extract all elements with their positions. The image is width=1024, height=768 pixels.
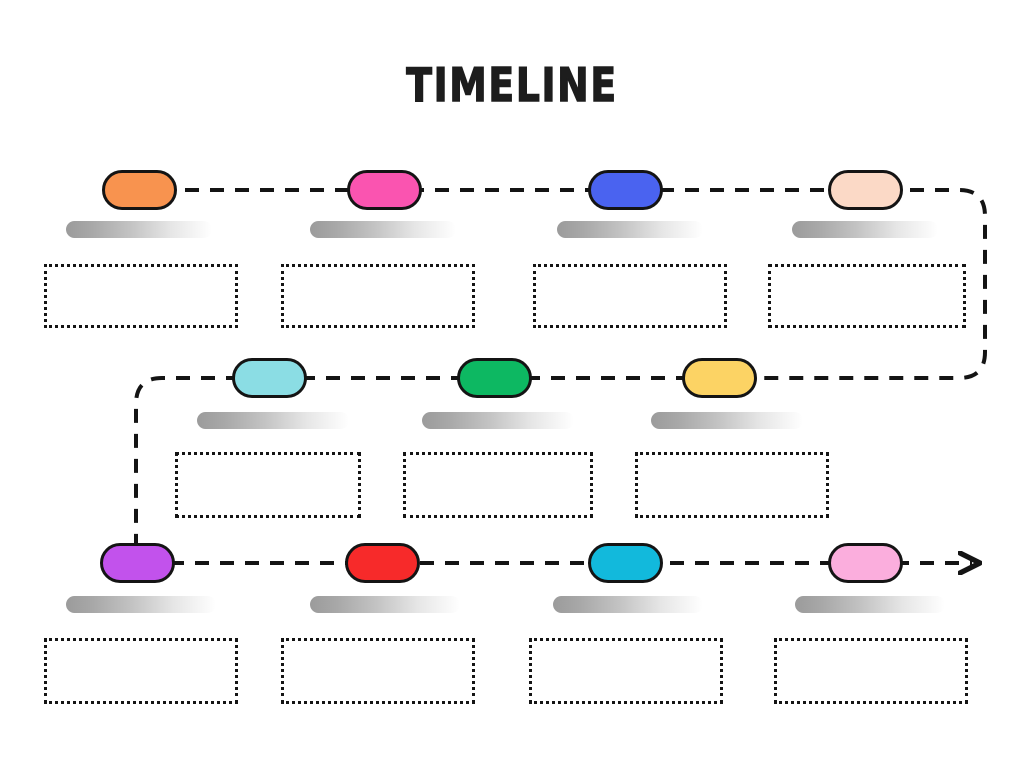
milestone-heading-bar-3 <box>557 221 703 238</box>
milestone-heading-bar-4 <box>792 221 938 238</box>
milestone-pill-8[interactable] <box>100 543 175 583</box>
milestone-pill-3[interactable] <box>588 170 663 210</box>
milestone-text-box-2[interactable] <box>281 264 475 328</box>
milestone-text-box-9[interactable] <box>281 638 475 704</box>
milestone-heading-bar-9 <box>310 596 460 613</box>
milestone-text-box-3[interactable] <box>533 264 727 328</box>
milestone-text-box-7[interactable] <box>635 452 829 518</box>
milestone-pill-4[interactable] <box>828 170 903 210</box>
milestone-heading-bar-6 <box>422 412 574 429</box>
milestone-heading-bar-10 <box>553 596 703 613</box>
milestone-heading-bar-8 <box>66 596 216 613</box>
page-title: TIMELINE <box>406 57 618 112</box>
milestone-text-box-10[interactable] <box>529 638 723 704</box>
milestone-heading-bar-5 <box>197 412 349 429</box>
milestone-pill-5[interactable] <box>232 358 307 398</box>
milestone-pill-1[interactable] <box>102 170 177 210</box>
milestone-text-box-1[interactable] <box>44 264 238 328</box>
milestone-heading-bar-2 <box>310 221 456 238</box>
milestone-text-box-4[interactable] <box>768 264 966 328</box>
milestone-pill-10[interactable] <box>588 543 663 583</box>
milestone-text-box-11[interactable] <box>774 638 968 704</box>
connector-segment-row1 <box>110 188 987 380</box>
milestone-text-box-8[interactable] <box>44 638 238 704</box>
milestone-pill-7[interactable] <box>682 358 757 398</box>
connector-segment-row2 <box>134 376 740 563</box>
milestone-pill-6[interactable] <box>457 358 532 398</box>
milestone-text-box-5[interactable] <box>175 452 361 518</box>
milestone-pill-11[interactable] <box>828 543 903 583</box>
milestone-text-box-6[interactable] <box>403 452 593 518</box>
milestone-heading-bar-7 <box>651 412 803 429</box>
milestone-heading-bar-11 <box>795 596 945 613</box>
milestone-pill-9[interactable] <box>345 543 420 583</box>
milestone-pill-2[interactable] <box>347 170 422 210</box>
milestone-heading-bar-1 <box>66 221 212 238</box>
